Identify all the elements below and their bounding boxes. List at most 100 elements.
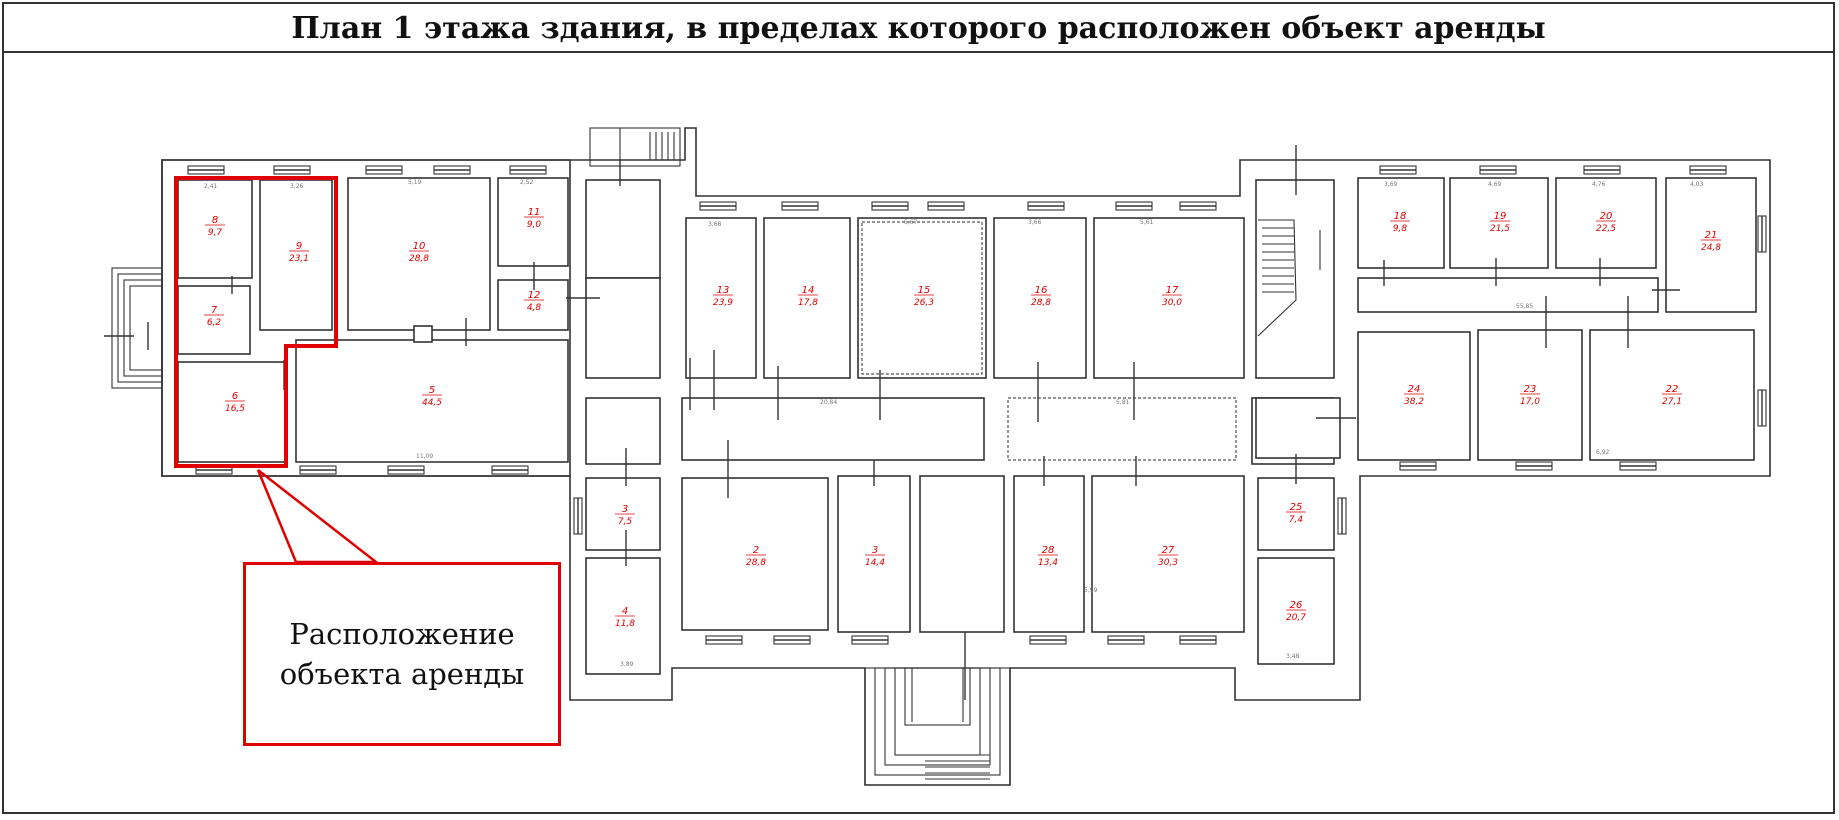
svg-text:22: 22	[1666, 384, 1679, 395]
svg-text:12: 12	[528, 290, 541, 301]
svg-text:2,41: 2,41	[204, 183, 218, 190]
svg-text:11,8: 11,8	[615, 619, 635, 629]
svg-text:20,84: 20,84	[820, 399, 837, 406]
svg-text:55,85: 55,85	[1516, 303, 1533, 310]
room-22-label: 22 27,1	[1662, 384, 1682, 407]
room-18-label: 189,8	[1390, 211, 1410, 234]
svg-text:18: 18	[1394, 211, 1407, 222]
bottom-entrance	[864, 610, 1011, 786]
svg-text:24,8: 24,8	[1701, 243, 1721, 253]
svg-text:17,8: 17,8	[798, 298, 818, 308]
svg-text:11,09: 11,09	[416, 453, 433, 460]
svg-text:16,5: 16,5	[225, 404, 245, 414]
room-3a-label: 37,5	[615, 504, 635, 527]
svg-text:17: 17	[1166, 285, 1179, 296]
rental-area-outline	[174, 176, 338, 468]
svg-text:3,68: 3,68	[708, 221, 722, 228]
room-27-label: 27 30,3	[1158, 545, 1178, 568]
svg-text:27: 27	[1162, 545, 1175, 556]
svg-text:4,03: 4,03	[1690, 181, 1704, 188]
svg-text:20,7: 20,7	[1286, 613, 1306, 623]
svg-text:28,8: 28,8	[1031, 298, 1051, 308]
svg-text:7,5: 7,5	[618, 517, 633, 527]
svg-text:6,2: 6,2	[207, 318, 222, 328]
svg-text:17,0: 17,0	[1520, 397, 1540, 407]
svg-text:44,5: 44,5	[422, 398, 442, 408]
svg-text:5,99: 5,99	[1084, 587, 1098, 594]
svg-text:4: 4	[622, 606, 628, 617]
room-4-label: 411,8	[615, 606, 635, 629]
callout-line-2: объекта аренды	[279, 657, 525, 691]
svg-text:4,76: 4,76	[1592, 181, 1606, 188]
svg-text:9,8: 9,8	[1393, 224, 1408, 234]
svg-text:25: 25	[1290, 502, 1303, 513]
svg-text:2,52: 2,52	[520, 179, 534, 186]
svg-text:5: 5	[429, 385, 435, 396]
svg-text:28,8: 28,8	[746, 558, 766, 568]
page-title: План 1 этажа здания, в пределах которого…	[4, 4, 1833, 53]
svg-text:4,69: 4,69	[1488, 181, 1502, 188]
svg-text:3,66: 3,66	[1028, 219, 1042, 226]
room-7-label: 76,2	[204, 305, 224, 328]
svg-text:27,1: 27,1	[1662, 397, 1682, 407]
svg-text:28: 28	[1042, 545, 1055, 556]
room-8-label: 89,7	[205, 215, 225, 238]
central-rooms	[585, 179, 1335, 675]
room-25-label: 257,4	[1286, 502, 1306, 525]
svg-text:26,3: 26,3	[914, 298, 934, 308]
svg-text:9,0: 9,0	[527, 220, 542, 230]
room-3b-label: 314,4	[865, 545, 885, 568]
room-20-label: 20 22,5	[1596, 211, 1616, 234]
svg-text:10: 10	[413, 241, 426, 252]
svg-text:7: 7	[211, 305, 218, 316]
room-15-label: 15 26,3	[914, 285, 934, 308]
svg-text:19: 19	[1494, 211, 1507, 222]
rental-area-callout: Расположение объекта аренды	[243, 562, 561, 746]
room-6-label: 616,5	[225, 391, 245, 414]
svg-text:3,26: 3,26	[290, 183, 304, 190]
svg-text:13,4: 13,4	[1038, 558, 1058, 568]
svg-text:23,1: 23,1	[289, 254, 309, 264]
svg-text:4,8: 4,8	[527, 303, 542, 313]
svg-text:24: 24	[1408, 384, 1421, 395]
svg-text:15: 15	[918, 285, 931, 296]
svg-text:22,5: 22,5	[1596, 224, 1616, 234]
room-17-label: 17 30,0	[1162, 285, 1182, 308]
svg-text:28,8: 28,8	[409, 254, 429, 264]
svg-text:6: 6	[232, 391, 238, 402]
svg-text:13: 13	[717, 285, 730, 296]
svg-text:3,48: 3,48	[1286, 653, 1300, 660]
svg-text:38,2: 38,2	[1404, 397, 1424, 407]
room-11-label: 119,0	[524, 207, 544, 230]
callout-pointer	[256, 469, 380, 564]
right-wing-rooms	[1255, 177, 1757, 665]
top-stair	[589, 127, 681, 167]
doors	[231, 160, 1680, 566]
svg-text:16: 16	[1035, 285, 1048, 296]
svg-text:23,9: 23,9	[713, 298, 733, 308]
windows	[187, 165, 1767, 645]
svg-text:6,92: 6,92	[1596, 449, 1610, 456]
room-2-label: 228,8	[746, 545, 766, 568]
svg-text:9,7: 9,7	[208, 228, 223, 238]
svg-text:5,61: 5,61	[1140, 219, 1154, 226]
svg-text:5,19: 5,19	[408, 179, 422, 186]
dimension-marks: 2,41 3,26 5,19 2,52 3,68 5,67 3,66 5,61 …	[204, 179, 1704, 668]
svg-text:3,89: 3,89	[620, 661, 634, 668]
svg-text:5,67: 5,67	[904, 219, 918, 226]
callout-line-1: Расположение	[289, 617, 515, 651]
svg-text:20: 20	[1600, 211, 1613, 222]
svg-text:30,0: 30,0	[1162, 298, 1182, 308]
svg-text:9: 9	[296, 241, 302, 252]
svg-text:5,81: 5,81	[1116, 399, 1130, 406]
svg-text:30,3: 30,3	[1158, 558, 1178, 568]
svg-text:21,5: 21,5	[1490, 224, 1510, 234]
room-10-label: 10 28,8	[409, 241, 429, 264]
